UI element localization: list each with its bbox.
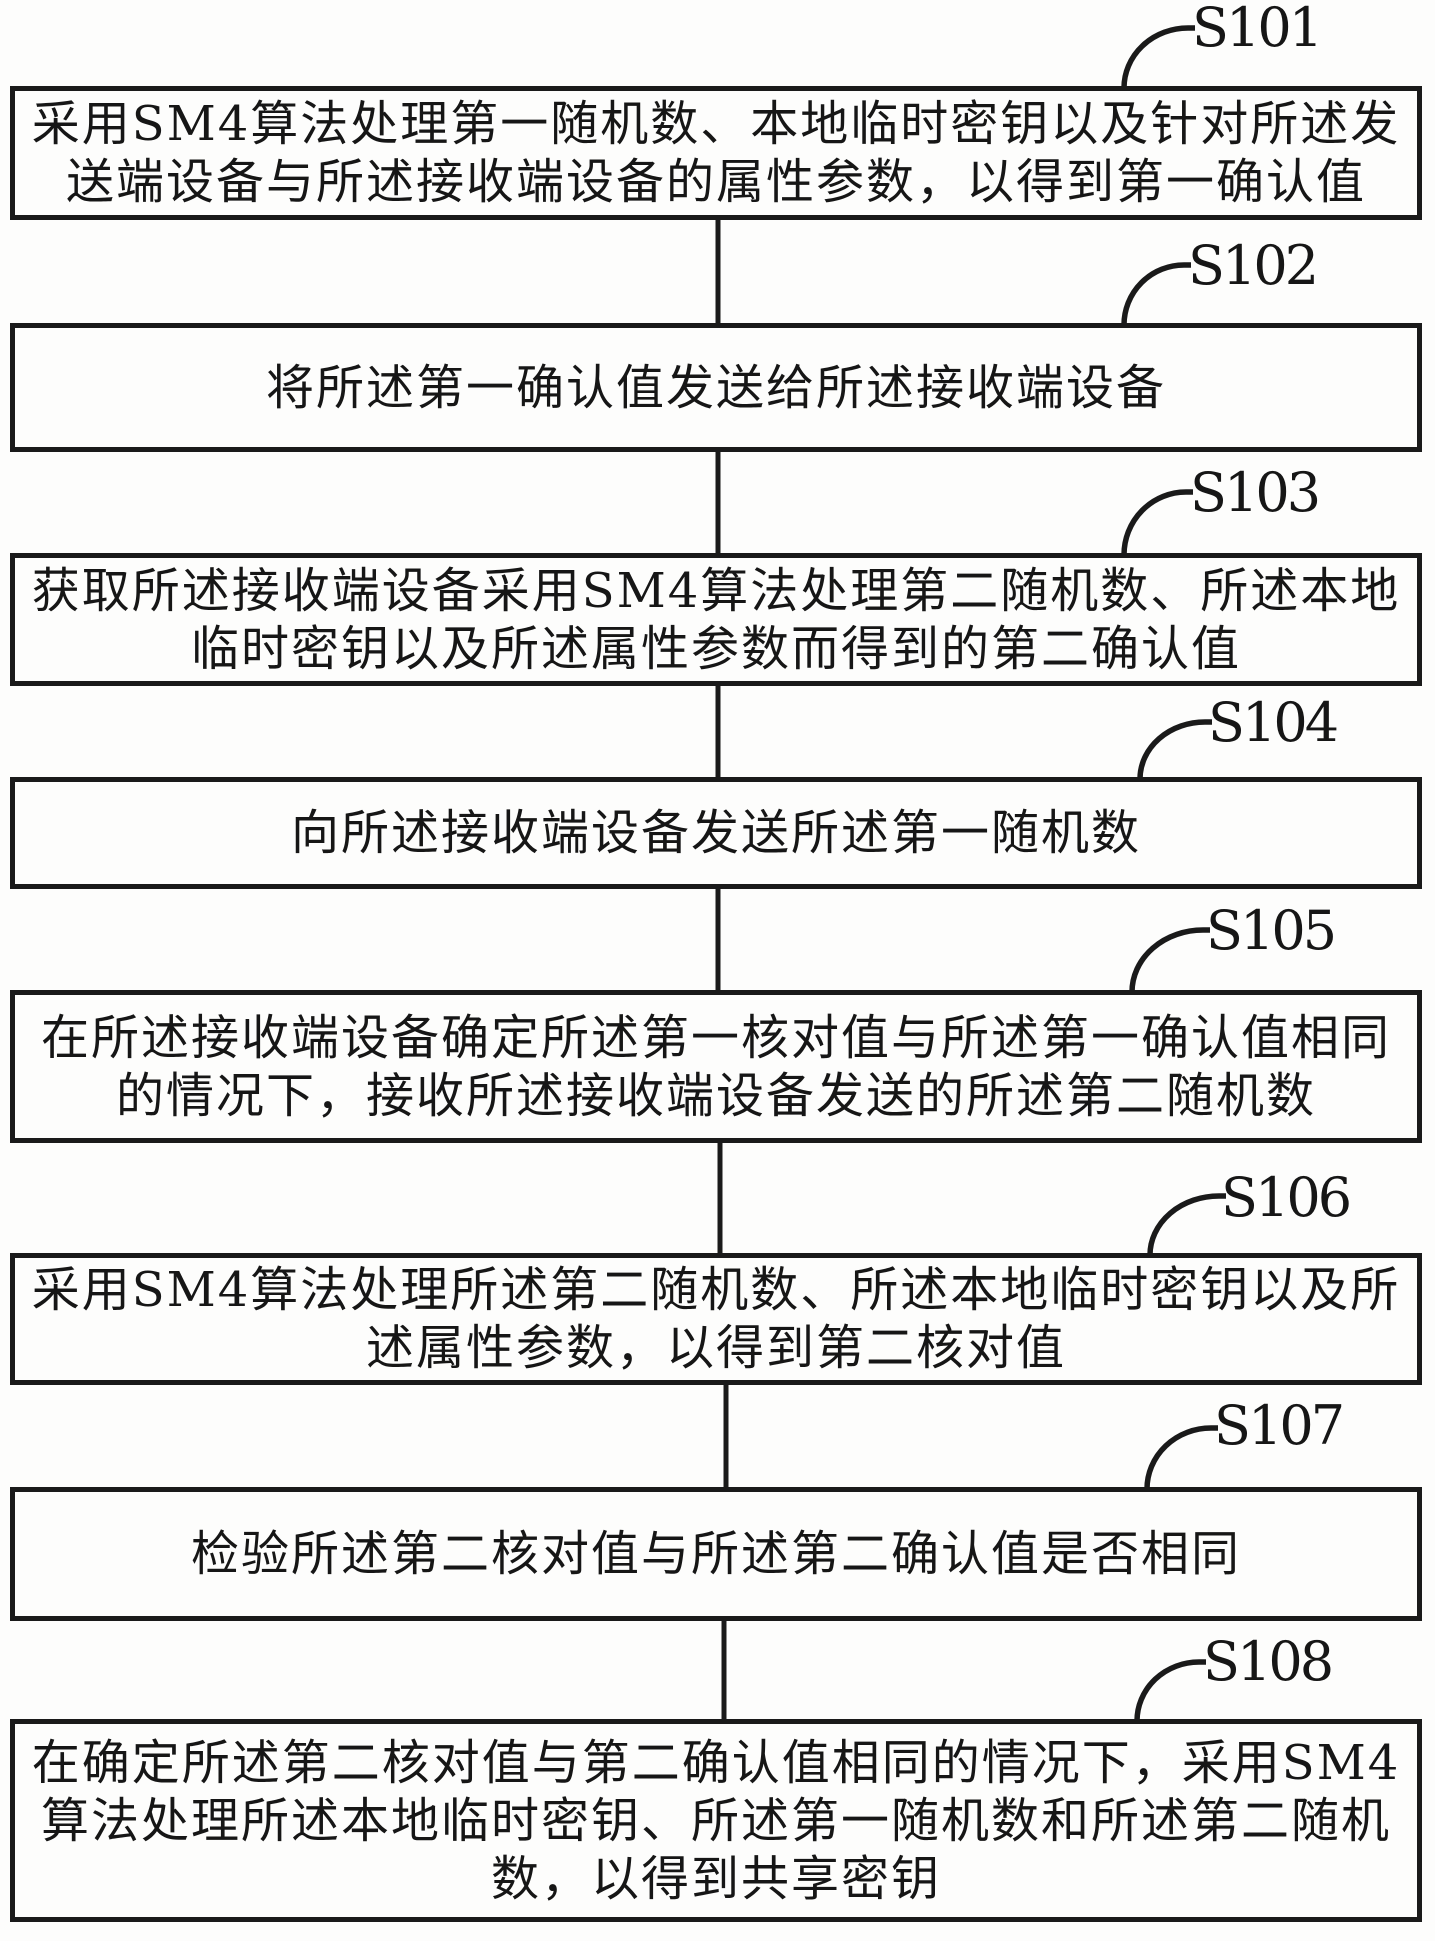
step-box-s105: 在所述接收端设备确定所述第一核对值与所述第一确认值相同 的情况下，接收所述接收端… (10, 990, 1422, 1143)
ref-curve-s101 (1121, 25, 1195, 89)
step-label-s107: S107 (1214, 1394, 1345, 1457)
ref-curve-s104 (1137, 719, 1212, 780)
step-box-s104: 向所述接收端设备发送所述第一随机数 (10, 777, 1422, 889)
step-text-line: 临时密钥以及所述属性参数而得到的第二确认值 (190, 620, 1241, 677)
step-text-line: 向所述接收端设备发送所述第一随机数 (290, 805, 1141, 861)
step-text-line: 述属性参数，以得到第二核对值 (365, 1320, 1066, 1376)
step-box-s108: 在确定所述第二核对值与第二确认值相同的情况下，采用SM4 算法处理所述本地临时密… (10, 1719, 1422, 1922)
ref-curve-s105 (1129, 927, 1210, 993)
step-box-s103: 获取所述接收端设备采用SM4算法处理第二随机数、所述本地 临时密钥以及所述属性参… (10, 553, 1422, 686)
step-text-line: 获取所述接收端设备采用SM4算法处理第二随机数、所述本地 (31, 562, 1401, 619)
step-text-line: 检验所述第二核对值与所述第二确认值是否相同 (190, 1526, 1241, 1582)
step-label-s104: S104 (1208, 691, 1339, 754)
step-text-line: 算法处理所述本地临时密钥、所述第一随机数和所述第二随机 (40, 1792, 1391, 1849)
step-text-line: 的情况下，接收所述接收端设备发送的所述第二随机数 (115, 1067, 1316, 1124)
ref-curve-s106 (1147, 1193, 1226, 1256)
step-box-s107: 检验所述第二核对值与所述第二确认值是否相同 (10, 1487, 1422, 1621)
ref-curve-s103 (1121, 489, 1193, 556)
step-label-s101: S101 (1192, 0, 1323, 59)
step-label-s102: S102 (1188, 234, 1319, 297)
step-box-s106: 采用SM4算法处理所述第二随机数、所述本地临时密钥以及所 述属性参数，以得到第二… (10, 1253, 1422, 1385)
step-box-s102: 将所述第一确认值发送给所述接收端设备 (10, 323, 1422, 452)
ref-curve-s108 (1134, 1659, 1206, 1722)
step-text-line: 采用SM4算法处理第一随机数、本地临时密钥以及针对所述发 (31, 96, 1401, 152)
step-text-line: 将所述第一确认值发送给所述接收端设备 (265, 359, 1166, 416)
step-label-s105: S105 (1206, 899, 1337, 962)
step-label-s106: S106 (1221, 1166, 1352, 1229)
step-label-s103: S103 (1190, 461, 1321, 524)
step-label-s108: S108 (1203, 1630, 1334, 1693)
step-text-line: 在确定所述第二核对值与第二确认值相同的情况下，采用SM4 (31, 1734, 1401, 1791)
ref-curve-s107 (1144, 1425, 1218, 1490)
step-text-line: 数，以得到共享密钥 (490, 1850, 941, 1907)
step-text-line: 在所述接收端设备确定所述第一核对值与所述第一确认值相同 (40, 1009, 1391, 1066)
ref-curve-s102 (1121, 262, 1191, 326)
step-text-line: 送端设备与所述接收端设备的属性参数，以得到第一确认值 (65, 154, 1366, 210)
step-box-s101: 采用SM4算法处理第一随机数、本地临时密钥以及针对所述发 送端设备与所述接收端设… (10, 86, 1422, 220)
step-text-line: 采用SM4算法处理所述第二随机数、所述本地临时密钥以及所 (31, 1262, 1401, 1318)
